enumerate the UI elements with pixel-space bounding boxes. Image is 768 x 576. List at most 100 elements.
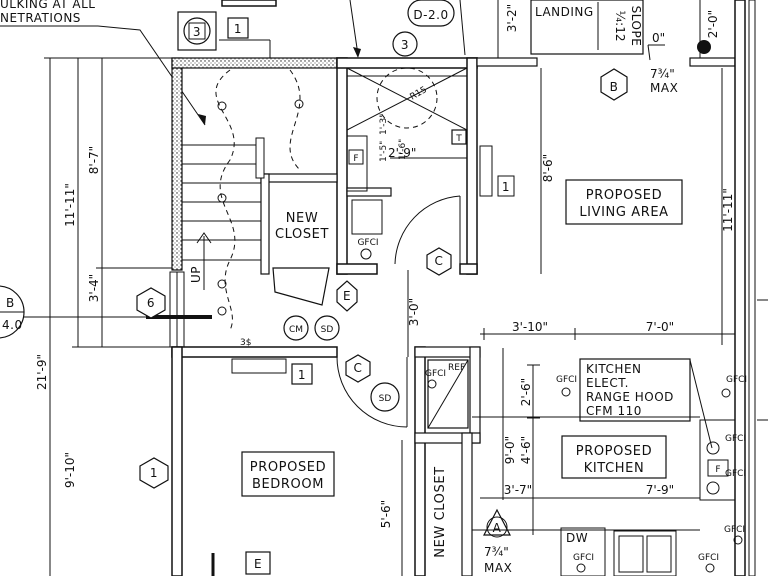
closet-line2: CLOSET [275,227,329,242]
light-fixture [217,193,227,203]
range [699,419,736,501]
closet-line1: NEW [286,211,319,226]
tp-holder: T [455,134,462,144]
dim-3-10: 3'-10" [512,320,548,334]
dim-3-4: 3'-4" [87,274,101,302]
shower-radius [376,67,438,129]
hex-tag-1: 1 [150,466,158,480]
stair-up-label: UP [189,266,203,283]
fan-box-kitchen: F [715,465,720,475]
note-penetrations: NETRATIONS [0,11,81,25]
max-height: 7¾" [650,67,675,81]
fridge [427,359,469,429]
hex-tag-b: B [610,80,619,94]
note-caulking: ULKING AT ALL [0,0,95,11]
kitchen-note-2: ELECT. [586,376,629,390]
dim-8-6: 8'-6" [541,154,555,182]
max-label: MAX [650,81,678,95]
dim-4-6: 4'-6" [519,436,533,464]
gfci-k1: GFCI [556,375,577,385]
dim-3-0: 3'-0" [407,298,421,326]
callout-3: 3 [401,38,409,52]
gfci-k4: GFCI [725,469,746,479]
cm-detector: CM [289,325,303,335]
tri-tag-a: A [493,521,502,535]
kitchen-note-1: KITCHEN [586,362,642,376]
smoke-detector-1: SD [321,325,334,335]
room-label-bedroom [241,451,335,497]
light-fixture [217,306,227,316]
gfci-dw: GFCI [573,553,594,563]
gfci-bath: GFCI [357,238,378,248]
switch-3way: 3$ [240,338,251,348]
dw-label: DW [566,531,588,545]
stair-treads [181,68,265,270]
dishwasher [560,527,606,576]
svg-text:3: 3 [193,25,201,39]
vanity [346,135,368,192]
smoke-detector-2: SD [379,394,392,404]
max-height-2: 7¾" [484,545,509,559]
gfci-bottom: GFCI [698,553,719,563]
kitchen-note-4: CFM 110 [586,404,642,418]
dim-1-6: 1'-6" [398,139,408,160]
max-label-2: MAX [484,561,512,575]
light-fixture [217,279,227,289]
hex-tag-c2: C [354,361,363,375]
dim-7-9: 7'-9" [646,483,674,497]
hex-tag-e: E [343,289,351,303]
dim-1-5: 1'-5" [379,141,389,162]
gfci-k3: GFCI [725,434,746,444]
gfci-k2: GFCI [726,375,747,385]
sink [613,530,677,576]
light-fixture [294,99,304,109]
dim-3-7: 3'-7" [504,483,532,497]
fan-box: F [353,154,358,164]
dim-8-7: 8'-7" [87,146,101,174]
dim-7-0: 7'-0" [646,320,674,334]
stair-wall-hatched [171,57,183,271]
shower-radius-label: R15 [409,85,429,103]
room-label-living [565,179,683,225]
closet-2-label: NEW CLOSET [433,466,448,557]
dim-2-9: 2'-9" [388,146,416,160]
hex-tag-c1: C [435,254,444,268]
gfci-k5: GFCI [724,525,745,535]
tag-1-bed: 1 [298,368,306,382]
dim-1-3: 1'-3" [379,114,389,135]
door-tag-d2: D-2.0 [413,8,448,22]
slope-label: SLOPE [629,6,643,47]
landing-label: LANDING [535,5,594,19]
dim-11-11-right: 11'-11" [721,188,735,232]
section-marker-4: 4.0 [2,318,23,332]
dim-9-10: 9'-10" [63,452,77,488]
gfci-hall: GFCI [425,369,446,379]
bedroom-line1: PROPOSED [250,460,326,475]
hex-tag-6: 6 [147,296,155,310]
slope-ratio: ¼:12 [613,11,627,42]
callout-hex-3-top: 3 [177,11,217,51]
tag-box-1-top [227,17,249,39]
bedroom-line2: BEDROOM [252,477,324,492]
toilet-tank [351,199,383,235]
dim-21-9: 21'-9" [35,354,49,390]
kitchen-line1: PROPOSED [576,444,652,459]
kitchen-line2: KITCHEN [584,461,645,476]
tag-1-living: 1 [502,180,510,194]
kitchen-note-3: RANGE HOOD [586,390,674,404]
dim-5-6: 5'-6" [379,500,393,528]
room-label-kitchen [561,435,667,479]
dim-3-2: 3'-2" [505,4,519,32]
dim-9-0: 9'-0" [503,436,517,464]
dim-2-6: 2'-6" [519,378,533,406]
living-line1: PROPOSED [586,188,662,203]
living-line2: LIVING AREA [579,205,668,220]
section-marker-b: B [6,296,15,310]
dim-11-11-left: 11'-11" [63,183,77,227]
dim-0: 0" [652,31,665,45]
tag-1-top: 1 [234,22,242,36]
dim-2-0-top: 2'-0" [706,10,720,38]
light-fixture [217,101,227,111]
